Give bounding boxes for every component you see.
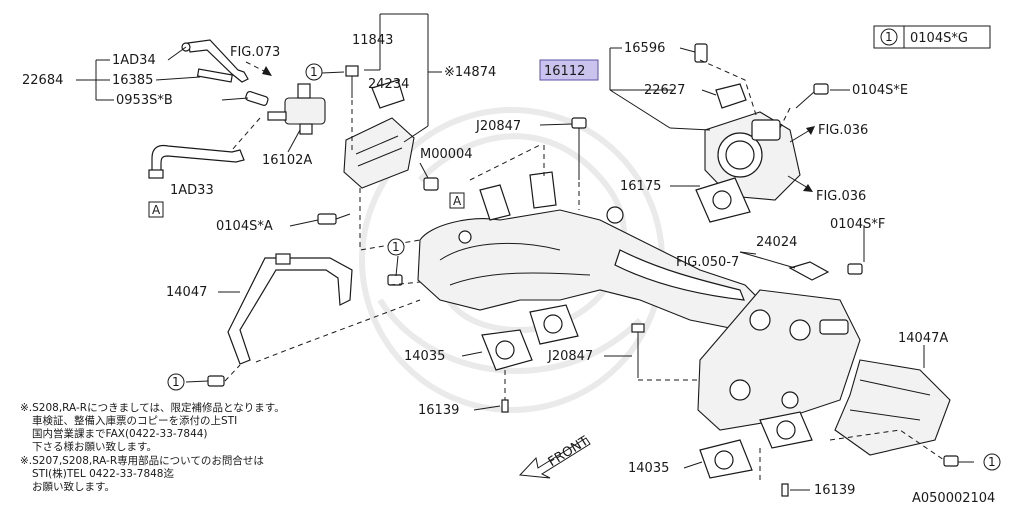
label-11843[interactable]: 11843	[352, 33, 393, 48]
label-M00004[interactable]: M00004	[420, 147, 473, 162]
label-22684[interactable]: 22684	[22, 73, 63, 88]
svg-text:1: 1	[392, 240, 400, 254]
label-16175[interactable]: 16175	[620, 179, 661, 194]
gasket-16175[interactable]	[695, 177, 751, 223]
svg-text:A: A	[453, 194, 462, 208]
label-22627[interactable]: 22627	[644, 83, 685, 98]
label-14035-lower[interactable]: 14035	[628, 461, 669, 476]
ref-box-A-center[interactable]: A	[449, 192, 465, 209]
label-16112[interactable]: 16112	[544, 64, 585, 79]
pipe-14047[interactable]	[227, 253, 353, 365]
ref-circle-1-upper[interactable]: 1	[305, 63, 323, 81]
ref-box-A-left[interactable]: A	[148, 201, 164, 218]
bolt-ref1-mid[interactable]	[387, 274, 403, 286]
label-14047[interactable]: 14047	[166, 285, 207, 300]
label-16385[interactable]: 16385	[112, 73, 153, 88]
gasket-14035-upper[interactable]	[481, 304, 579, 371]
label-fig036-upper[interactable]: FIG.036	[818, 123, 868, 138]
note-line-6: STI(株)TEL 0422-33-7848迄	[32, 467, 174, 480]
label-fig050-7[interactable]: FIG.050-7	[676, 255, 739, 270]
label-front: FRONT	[546, 434, 592, 470]
note-line-4: 下さる様お願い致します。	[32, 440, 157, 453]
ref-circle-1-lower[interactable]: 1	[167, 373, 185, 391]
throttle-body-16112[interactable]	[704, 111, 801, 201]
label-J20847-upper[interactable]: J20847	[475, 119, 521, 134]
label-0104SA[interactable]: 0104S*A	[216, 219, 273, 234]
label-16139-lower[interactable]: 16139	[814, 483, 855, 498]
notes: ※.S208,RA-Rにつきましては、限定補修品となります。 車検証、整備入庫票…	[20, 401, 285, 493]
bolt-0104S-A[interactable]	[317, 213, 351, 225]
label-fig036-lower[interactable]: FIG.036	[816, 189, 866, 204]
svg-text:A: A	[152, 203, 161, 217]
label-0953SB[interactable]: 0953S*B	[116, 93, 173, 108]
label-16102A[interactable]: 16102A	[262, 153, 312, 168]
label-0104SF[interactable]: 0104S*F	[830, 217, 885, 232]
note-line-2: 車検証、整備入庫票のコピーを添付の上STI	[32, 414, 237, 427]
tube-16385[interactable]	[196, 68, 233, 83]
stud-J20847-lower[interactable]	[631, 323, 645, 378]
bolt-ref1-lower[interactable]	[207, 375, 225, 387]
label-24024[interactable]: 24024	[756, 235, 797, 250]
cover-14047A[interactable]	[834, 359, 951, 456]
solenoid-valve-16102A[interactable]	[267, 83, 326, 135]
arrow-fig036-upper	[789, 126, 815, 143]
label-1AD34[interactable]: 1AD34	[112, 53, 156, 68]
sensor-22627[interactable]	[715, 83, 747, 109]
note-line-7: お願い致します。	[32, 480, 115, 493]
gasket-14035-lower[interactable]	[699, 411, 813, 479]
label-1AD33[interactable]: 1AD33	[170, 183, 214, 198]
bolt-0104S-E[interactable]	[795, 83, 829, 109]
front-arrow	[518, 437, 591, 479]
svg-text:1: 1	[310, 65, 318, 79]
diagram-id: A050002104	[912, 491, 995, 506]
cylinder-head-assembly[interactable]	[697, 289, 861, 431]
bracket-24024[interactable]	[788, 261, 830, 281]
dowel-16139-upper[interactable]	[501, 399, 509, 413]
leader-lines	[76, 13, 974, 491]
label-14035-upper[interactable]: 14035	[404, 349, 445, 364]
bolt-ref1-right[interactable]	[943, 455, 959, 467]
legend-box: 1 0104S*G	[873, 25, 991, 49]
bracket-24234[interactable]	[371, 79, 405, 109]
dowel-16139-lower[interactable]	[781, 483, 789, 497]
note-line-3: 国内営業課までFAX(0422-33-7844)	[32, 427, 208, 440]
arrow-fig073	[245, 61, 272, 76]
svg-text:1: 1	[172, 375, 180, 389]
legend-marker: 1	[885, 30, 893, 44]
label-24234[interactable]: 24234	[368, 77, 409, 92]
label-fig073[interactable]: FIG.073	[230, 45, 280, 60]
label-14047A[interactable]: 14047A	[898, 331, 948, 346]
bolt-J20847-upper[interactable]	[571, 117, 587, 180]
label-14874[interactable]: ※14874	[444, 65, 496, 80]
hose-0953SB[interactable]	[245, 90, 269, 106]
note-line-5: ※.S207,S208,RA-R専用部品についてのお問合せは	[20, 454, 264, 467]
hose-1AD33[interactable]	[148, 144, 245, 179]
note-line-1: ※.S208,RA-Rにつきましては、限定補修品となります。	[20, 401, 285, 414]
bolt-0104S-F[interactable]	[847, 263, 863, 275]
label-16139-upper[interactable]: 16139	[418, 403, 459, 418]
label-16596[interactable]: 16596	[624, 41, 665, 56]
ref-circle-1-right[interactable]: 1	[983, 453, 1001, 471]
label-J20847-lower[interactable]: J20847	[547, 349, 593, 364]
ref-circle-1-mid[interactable]: 1	[387, 238, 405, 256]
label-0104SE[interactable]: 0104S*E	[852, 83, 908, 98]
arrow-fig036-lower	[787, 175, 813, 192]
bracket-11843[interactable]	[343, 117, 415, 189]
bolt-ref1-upper[interactable]	[345, 65, 359, 98]
sensor-16596[interactable]	[694, 43, 708, 63]
bolt-M00004[interactable]	[423, 177, 439, 191]
svg-text:1: 1	[988, 455, 996, 469]
legend-code: 0104S*G	[910, 31, 968, 46]
intake-manifold[interactable]	[417, 171, 761, 331]
highlight-16112	[539, 59, 599, 81]
